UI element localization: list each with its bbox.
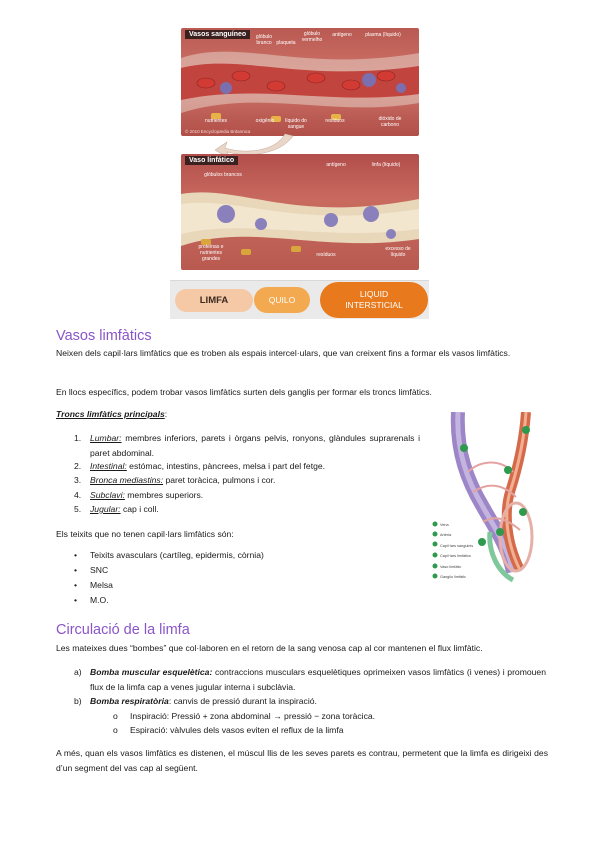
teixit-item-2: •SNC bbox=[74, 565, 109, 575]
teixit-text-2: SNC bbox=[90, 565, 109, 575]
tronc-name-1: Lumbar: bbox=[90, 433, 122, 443]
tronc-item-1: 1. Lumbar: membres inferiors, parets i ò… bbox=[74, 431, 420, 460]
tronc-item-3: 3. Bronca mediastins: paret toràcica, pu… bbox=[74, 473, 420, 488]
label-blood-liquid: líquido do sangue bbox=[285, 118, 307, 130]
legend-vena: Vena bbox=[440, 523, 449, 527]
troncs-title: Troncs limfàtics principals: bbox=[56, 407, 256, 422]
tronc-num-2: 2. bbox=[74, 461, 82, 471]
legend-capil-sanguinis: Capil·lars sanguinis bbox=[440, 543, 474, 548]
bomba-respiratoria-text: : canvis de pressió durant la inspiració… bbox=[168, 696, 317, 706]
para-bombes-intro: Les mateixes dues “bombes” que col·labor… bbox=[56, 643, 483, 653]
quilo-pill: QUILO bbox=[254, 287, 310, 313]
label-lymph-antigen: antígeno bbox=[326, 162, 346, 168]
label-waste: resíduos bbox=[325, 118, 345, 124]
label-lymph-waste: resíduos bbox=[316, 252, 336, 258]
heading-circulacio: Circulació de la limfa bbox=[56, 622, 190, 638]
tronc-text-4: membres superiors. bbox=[124, 490, 204, 500]
tronc-name-2: Intestinal: bbox=[90, 461, 127, 471]
sub-item-inspiracio: o Inspiració: Pressió + zona abdominal →… bbox=[113, 709, 533, 724]
legend-vaso-limfatic: Vaso limfàtic bbox=[440, 564, 462, 569]
label-antigen: antígeno bbox=[332, 32, 352, 38]
tronc-num-4: 4. bbox=[74, 490, 82, 500]
lymph-types-banner: LIMFA QUILO LIQUID INTERSTICIAL bbox=[170, 280, 429, 319]
tronc-num-1: 1. bbox=[74, 433, 82, 443]
lymph-vessel-illustration: Vaso linfático antígeno linfa (líquido) … bbox=[181, 154, 419, 270]
tronc-text-2: estómac, intestins, pàncrees, melsa i pa… bbox=[126, 461, 326, 471]
tronc-name-4: Subclavi: bbox=[90, 490, 125, 500]
blood-vessel-illustration: Vasos sanguíneo glóbulo branco plaqueta … bbox=[181, 28, 419, 136]
teixit-text-3: Melsa bbox=[90, 580, 113, 590]
label-white-cells: glóbulos brancos bbox=[204, 172, 242, 178]
teixit-item-4: •M.O. bbox=[74, 595, 109, 605]
bomba-respiratoria-item: b) Bomba respiratòria: canvis de pressió… bbox=[74, 694, 546, 709]
bomba-muscular-title: Bomba muscular esquelètica: bbox=[90, 667, 213, 677]
liquid-intersticial-pill: LIQUID INTERSTICIAL bbox=[320, 282, 428, 318]
teixit-text-1: Teixits avasculars (cartíleg, epidermis,… bbox=[90, 550, 264, 560]
sub-item-espiracio: o Espiració: vàlvules dels vasos eviten … bbox=[113, 723, 533, 738]
sub-bullet-1: o bbox=[113, 711, 118, 721]
para-closing: A més, quan els vasos limfàtics es diste… bbox=[56, 748, 548, 773]
bomba-respiratoria-title: Bomba respiratòria bbox=[90, 696, 169, 706]
tronc-text-5: cap i coll. bbox=[120, 504, 159, 514]
label-white-cell: glóbulo branco bbox=[255, 34, 273, 46]
capillary-network-drawing bbox=[432, 411, 534, 583]
limfa-pill: LIMFA bbox=[175, 289, 253, 312]
tronc-num-3: 3. bbox=[74, 475, 82, 485]
lymph-vessel-tag: Vaso linfático bbox=[185, 156, 239, 165]
para-capillaries: Neixen dels capil·lars limfàtics que es … bbox=[56, 348, 511, 358]
marker-a: a) bbox=[74, 667, 82, 677]
legend-arteria: Artèria bbox=[440, 533, 452, 538]
tronc-item-4: 4. Subclavi: membres superiors. bbox=[74, 488, 420, 503]
sub-bullet-2: o bbox=[113, 725, 118, 735]
tronc-name-3: Bronca mediastins: bbox=[90, 475, 164, 485]
lymph-vessel-drawing bbox=[181, 192, 419, 255]
sub-text-espiracio: Espiració: vàlvules dels vasos eviten el… bbox=[130, 725, 344, 735]
legend-capil-limfatics: Capil·lars limfàtics bbox=[440, 554, 471, 559]
tronc-name-5: Jugular: bbox=[90, 504, 121, 514]
label-nutrients: nutrientes bbox=[205, 118, 227, 124]
label-co2: dióxido de carbono bbox=[378, 116, 402, 128]
label-oxygen: oxigênio bbox=[255, 118, 275, 124]
label-lymph-fluid: linfa (líquido) bbox=[371, 162, 401, 168]
heading-vasos-limfatics: Vasos limfàtics bbox=[56, 328, 152, 344]
sub-text-inspiracio: Inspiració: Pressió + zona abdominal → p… bbox=[130, 711, 376, 721]
tronc-text-3: paret toràcica, pulmons i cor. bbox=[163, 475, 276, 485]
teixit-text-4: M.O. bbox=[90, 595, 109, 605]
tronc-item-5: 5. Jugular: cap i coll. bbox=[74, 502, 420, 517]
copyright-note: © 2010 Encyclopædia Britannica bbox=[185, 129, 251, 134]
troncs-title-text: Troncs limfàtics principals bbox=[56, 409, 165, 419]
legend-ganglio: Ganglio limfàtic bbox=[440, 575, 466, 580]
para-troncs-origin: En llocs específics, podem trobar vasos … bbox=[56, 387, 432, 397]
capillary-network-illustration: Vena Artèria Capil·lars sanguinis Capil·… bbox=[428, 411, 546, 584]
marker-b: b) bbox=[74, 696, 82, 706]
teixit-item-3: •Melsa bbox=[74, 580, 113, 590]
blood-vessel-drawing bbox=[181, 51, 419, 122]
label-proteins: proteínas e nutrientes grandes bbox=[198, 244, 224, 262]
tronc-item-2: 2. Intestinal: estómac, intestins, pàncr… bbox=[74, 459, 420, 474]
label-excess-fluid: excesso de líquido bbox=[385, 246, 411, 258]
label-red-cell: glóbulo vermelho bbox=[301, 31, 323, 43]
teixits-intro: Els teixits que no tenen capil·lars limf… bbox=[56, 529, 234, 539]
bomba-muscular-text: contraccions musculars esquelètiques opr… bbox=[90, 667, 546, 692]
blood-vessel-tag: Vasos sanguíneo bbox=[185, 30, 251, 39]
bomba-muscular-item: a) Bomba muscular esquelètica: contracci… bbox=[74, 665, 546, 694]
teixit-item-1: •Teixits avasculars (cartíleg, epidermis… bbox=[74, 550, 264, 560]
tronc-text-1: membres inferiors, parets i òrgans pelvi… bbox=[90, 433, 420, 458]
label-plasma: plasma (líquido) bbox=[365, 32, 401, 38]
tronc-num-5: 5. bbox=[74, 504, 82, 514]
capillary-legend: Vena Artèria Capil·lars sanguinis Capil·… bbox=[440, 520, 473, 582]
label-platelet: plaqueta bbox=[276, 40, 296, 46]
troncs-title-colon: : bbox=[164, 409, 168, 419]
